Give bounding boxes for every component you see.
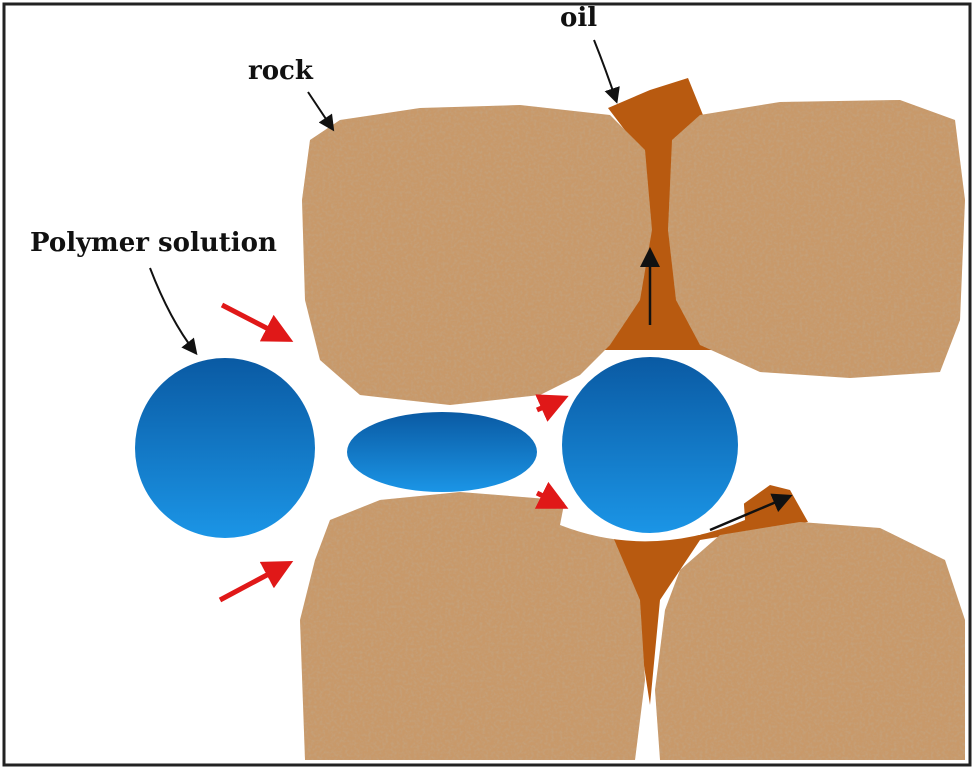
flow-arrow-lower — [218, 560, 294, 603]
flow-arrow-upper — [220, 302, 294, 342]
label-polymer-solution: Polymer solution — [30, 228, 277, 258]
oil-channel-top — [600, 78, 725, 350]
rock-bottom-right — [655, 522, 965, 760]
polymer-droplet-squeezed — [347, 412, 537, 492]
polymer-droplet-right — [562, 357, 738, 533]
oil-displacement-arrow-right — [709, 493, 793, 532]
flow-arrow-small-lower — [534, 481, 569, 509]
polymer-droplet-left — [135, 358, 315, 538]
pointer-oil — [593, 39, 620, 104]
label-oil: oil — [560, 3, 598, 33]
flow-arrow-small-upper — [535, 394, 569, 422]
pointer-rock — [307, 91, 335, 132]
pointer-polymer — [149, 267, 198, 356]
rock-top-left — [302, 105, 652, 405]
rock-bottom-left — [300, 492, 645, 760]
rock-top-right — [668, 100, 965, 378]
label-rock: rock — [248, 56, 313, 86]
